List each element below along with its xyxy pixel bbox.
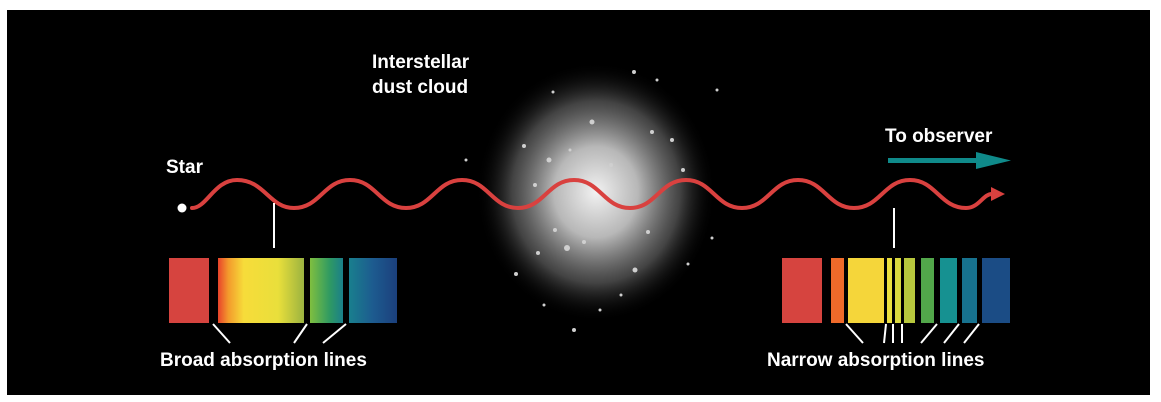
dust-cloud-label-line2: dust cloud xyxy=(372,77,469,98)
broad-band-green xyxy=(310,258,343,323)
narrow-band-yellow-3 xyxy=(895,258,901,323)
light-wave-arrowhead xyxy=(991,187,1005,201)
narrow-band-teal xyxy=(940,258,957,323)
narrow-band-red xyxy=(782,258,822,323)
diagram-panel: Star Interstellar dust cloud To observer… xyxy=(7,10,1150,395)
dust-cloud-glow xyxy=(476,62,716,322)
broad-band-blue xyxy=(349,258,397,323)
narrow-band-yellow-1 xyxy=(848,258,884,323)
narrow-lines-label: Narrow absorption lines xyxy=(767,350,985,371)
observer-arrow xyxy=(888,152,1011,169)
broad-callout-lines xyxy=(212,323,347,344)
diagram-canvas xyxy=(169,62,1011,344)
narrow-band-yellow-2 xyxy=(887,258,892,323)
narrow-spectrum xyxy=(782,258,1010,323)
narrow-band-teal-blue xyxy=(962,258,977,323)
star-label: Star xyxy=(166,157,203,178)
light-wave xyxy=(190,177,994,211)
narrow-callout-lines xyxy=(845,323,980,344)
broad-lines-label: Broad absorption lines xyxy=(160,350,367,371)
narrow-band-orange xyxy=(831,258,844,323)
star-dot xyxy=(177,203,187,213)
narrow-band-blue xyxy=(982,258,1010,323)
narrow-band-yellowgreen xyxy=(904,258,915,323)
broad-spectrum xyxy=(169,258,397,323)
dust-particles xyxy=(464,70,719,332)
broad-band-red xyxy=(169,258,209,323)
dust-cloud-label-line1: Interstellar xyxy=(372,52,470,73)
dust-cloud xyxy=(464,62,719,332)
to-observer-label: To observer xyxy=(885,126,993,147)
broad-band-yellow xyxy=(218,258,304,323)
narrow-band-green xyxy=(921,258,934,323)
